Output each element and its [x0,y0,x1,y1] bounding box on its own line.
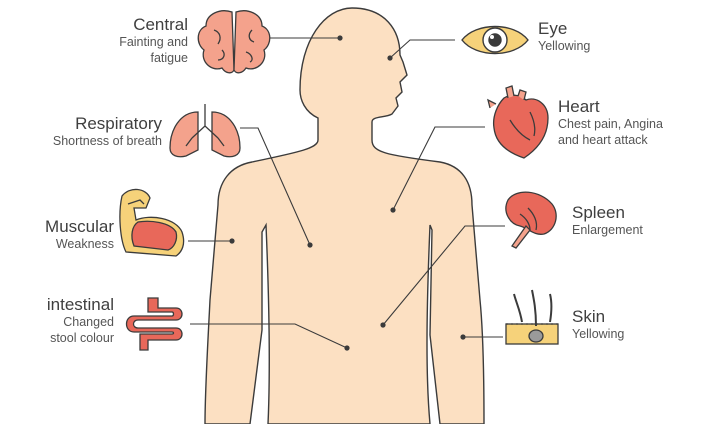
label-respiratory-title: Respiratory [20,113,162,134]
label-respiratory: Respiratory Shortness of breath [20,113,162,150]
spleen-icon [506,192,556,248]
label-eye: Eye Yellowing [538,18,658,55]
lungs-icon [170,104,240,157]
label-muscular-subtitle: Weakness [20,237,114,253]
label-skin-subtitle: Yellowing [572,327,692,343]
label-heart-title: Heart [558,96,696,117]
label-heart: Heart Chest pain, Angina and heart attac… [558,96,696,149]
label-central-title: Central [86,14,188,35]
label-central: Central Fainting and fatigue [86,14,188,67]
label-intestinal: intestinal Changed stool colour [16,294,114,347]
label-respiratory-subtitle: Shortness of breath [20,134,162,150]
flexed-arm-icon [120,189,184,256]
heart-icon [488,86,548,158]
eye-icon [462,27,528,54]
label-muscular: Muscular Weakness [20,216,114,253]
body-silhouette [205,8,484,424]
label-skin: Skin Yellowing [572,306,692,343]
label-eye-subtitle: Yellowing [538,39,658,55]
label-spleen-title: Spleen [572,202,692,223]
label-heart-subtitle: Chest pain, Angina and heart attack [558,117,696,148]
label-intestinal-subtitle: Changed stool colour [16,315,114,346]
label-spleen-subtitle: Enlargement [572,223,692,239]
label-spleen: Spleen Enlargement [572,202,692,239]
skin-hair-icon [506,290,558,344]
label-muscular-title: Muscular [20,216,114,237]
intestine-icon [127,298,183,350]
label-central-subtitle: Fainting and fatigue [86,35,188,66]
brain-icon [198,11,270,73]
label-skin-title: Skin [572,306,692,327]
label-eye-title: Eye [538,18,658,39]
label-intestinal-title: intestinal [16,294,114,315]
